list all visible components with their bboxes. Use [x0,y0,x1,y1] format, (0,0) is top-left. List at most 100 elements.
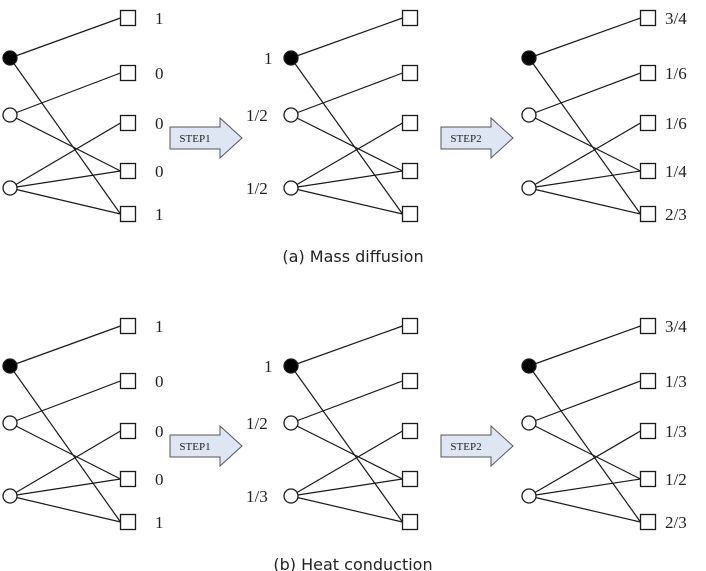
item-resource-label: 1/2 [665,470,687,489]
edge-line [9,17,121,59]
user-node [283,488,299,504]
item-resource-label: 0 [155,372,164,391]
item-resource-label: 1/6 [665,114,687,133]
item-node [639,317,657,335]
edge-line [290,57,403,215]
item-resource-label: 1/6 [665,64,687,83]
user-node [521,415,537,431]
step-arrow-icon [440,424,514,468]
item-node [119,470,137,488]
edge-line [9,325,121,367]
item-resource-label: 1 [155,205,164,224]
item-resource-label: 1 [155,317,164,336]
edge-line [290,72,403,116]
edge-line [9,422,121,480]
item-node [639,64,657,82]
item-node [119,422,137,440]
item-node [119,9,137,27]
selected-user-node [2,50,18,66]
edge-line [290,170,403,189]
item-resource-label: 2/3 [665,205,687,224]
edge-line [9,114,121,172]
user-node [283,180,299,196]
item-resource-label: 1/3 [665,372,687,391]
item-node [639,422,657,440]
edge-line [528,478,641,497]
user-node [2,488,18,504]
edge-line [290,380,403,424]
item-node [119,114,137,132]
item-node [119,513,137,531]
edge-line [9,430,121,497]
user-resource-label: 1/2 [246,414,268,433]
edge-line [528,380,641,424]
selected-user-node [283,358,299,374]
item-node [401,64,419,82]
step-label: STEP1 [179,133,210,145]
user-node [283,415,299,431]
item-node [401,470,419,488]
edge-line [528,17,641,59]
edge-line [290,430,403,497]
edge-line [290,422,403,480]
item-resource-label: 3/4 [665,317,687,336]
item-node [639,9,657,27]
item-resource-label: 0 [155,470,164,489]
edge-line [290,122,403,189]
step-arrow-icon [440,116,514,160]
item-resource-label: 2/3 [665,513,687,532]
item-node [119,162,137,180]
edge-line [528,365,641,523]
user-node [521,488,537,504]
step-label: STEP2 [450,133,481,145]
item-node [119,64,137,82]
item-resource-label: 1 [155,513,164,532]
item-node [639,205,657,223]
item-node [401,9,419,27]
item-resource-label: 0 [155,64,164,83]
item-node [401,372,419,390]
edge-line [9,170,121,189]
user-resource-label: 1 [264,49,273,68]
panel-caption: (b) Heat conduction [273,555,432,571]
item-node [401,162,419,180]
selected-user-node [283,50,299,66]
edge-line [528,114,641,172]
edge-line [290,495,403,523]
user-resource-label: 1/2 [246,106,268,125]
item-resource-label: 3/4 [665,9,687,28]
edge-line [528,170,641,189]
item-resource-label: 0 [155,422,164,441]
edge-line [9,187,121,215]
item-resource-label: 0 [155,162,164,181]
edge-line [528,72,641,116]
edge-line [9,72,121,116]
step-arrow-icon [169,116,243,160]
item-node [401,114,419,132]
edge-line [528,430,641,497]
edge-line [528,57,641,215]
edge-line [290,17,403,59]
edge-line [9,57,121,215]
item-resource-label: 1 [155,9,164,28]
user-node [2,415,18,431]
user-resource-label: 1/2 [246,179,268,198]
item-resource-label: 1/4 [665,162,687,181]
edge-line [290,114,403,172]
user-node [521,107,537,123]
item-node [119,372,137,390]
item-node [401,513,419,531]
item-node [639,162,657,180]
edge-line [9,122,121,189]
selected-user-node [521,50,537,66]
item-node [119,205,137,223]
user-resource-label: 1/3 [246,487,268,506]
item-resource-label: 0 [155,114,164,133]
edge-line [9,380,121,424]
edge-line [528,325,641,367]
item-node [639,513,657,531]
edge-line [290,325,403,367]
user-node [283,107,299,123]
item-node [401,422,419,440]
